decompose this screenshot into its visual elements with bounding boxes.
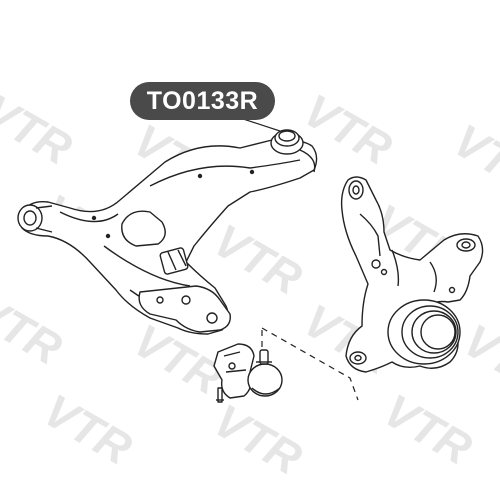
watermark-text: VTR bbox=[375, 384, 481, 475]
watermark-text: VTR bbox=[455, 314, 500, 405]
ball-joint bbox=[213, 343, 283, 403]
watermark-text: VTR bbox=[445, 114, 500, 205]
watermark-text: VTR bbox=[0, 84, 81, 175]
watermark-text: VTR bbox=[205, 394, 311, 485]
watermark-text: VTR bbox=[35, 384, 141, 475]
assembly-guide-line bbox=[261, 327, 359, 401]
watermark-text: VTR bbox=[0, 284, 71, 375]
watermark-text: VTR bbox=[205, 214, 311, 305]
lower-control-arm bbox=[17, 129, 318, 335]
steering-knuckle bbox=[340, 176, 484, 373]
part-number-badge: TO0133R bbox=[130, 82, 275, 120]
